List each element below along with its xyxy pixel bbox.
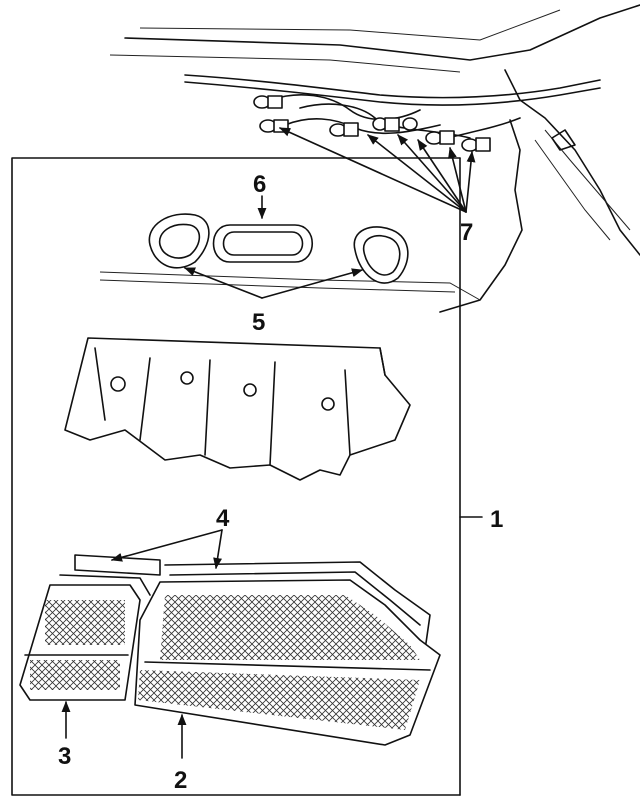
lamp-housing bbox=[64, 337, 411, 481]
callout-7: 7 bbox=[460, 219, 473, 246]
callout-2: 2 bbox=[174, 767, 187, 794]
leader-lines bbox=[61, 127, 476, 759]
gaskets bbox=[148, 213, 409, 284]
callout-6: 6 bbox=[253, 171, 266, 198]
bulb-sockets bbox=[253, 95, 491, 152]
main-lens bbox=[134, 579, 441, 746]
side-lens bbox=[19, 574, 151, 701]
callout-5: 5 bbox=[252, 309, 265, 336]
callout-4: 4 bbox=[216, 505, 230, 532]
assembly-frame bbox=[11, 157, 483, 796]
callout-1: 1 bbox=[490, 506, 503, 533]
callout-labels: 1 2 3 4 5 6 7 bbox=[58, 171, 503, 794]
callout-3: 3 bbox=[58, 743, 71, 770]
